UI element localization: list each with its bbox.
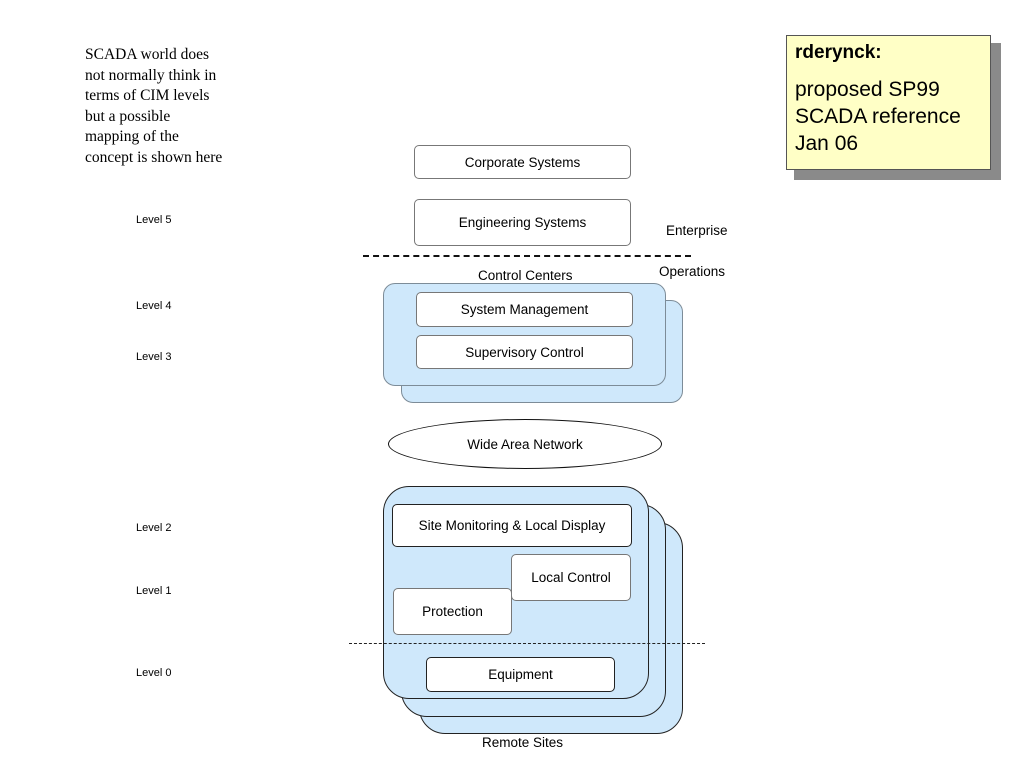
remote-sites-label: Remote Sites: [482, 735, 564, 750]
intro-note: SCADA world does not normally think in t…: [85, 46, 223, 166]
level-3-label: Level 3: [136, 351, 172, 363]
equipment-box: Equipment: [426, 657, 615, 692]
level-1-label: Level 1: [136, 585, 172, 597]
level-2-label: Level 2: [136, 522, 172, 534]
level-4-label: Level 4: [136, 300, 172, 312]
wide-area-network-ellipse: Wide Area Network: [388, 419, 662, 469]
operations-label: Operations: [659, 264, 726, 279]
system-management-box: System Management: [416, 292, 633, 327]
comment-note[interactable]: rderynck: proposed SP99 SCADA reference …: [786, 35, 991, 170]
level-5-label: Level 5: [136, 214, 172, 226]
comment-text: proposed SP99 SCADA reference Jan 06: [795, 78, 961, 155]
protection-box: Protection: [393, 588, 512, 635]
control-centers-label: Control Centers: [478, 268, 573, 283]
local-control-box: Local Control: [511, 554, 631, 601]
level-0-label: Level 0: [136, 667, 172, 679]
corporate-systems-box: Corporate Systems: [414, 145, 631, 179]
supervisory-control-box: Supervisory Control: [416, 335, 633, 369]
enterprise-operations-divider: [363, 255, 691, 257]
site-monitoring-box: Site Monitoring & Local Display: [392, 504, 632, 547]
enterprise-label: Enterprise: [666, 223, 728, 238]
comment-author: rderynck:: [795, 42, 882, 63]
level-0-divider: [349, 643, 705, 644]
engineering-systems-box: Engineering Systems: [414, 199, 631, 246]
